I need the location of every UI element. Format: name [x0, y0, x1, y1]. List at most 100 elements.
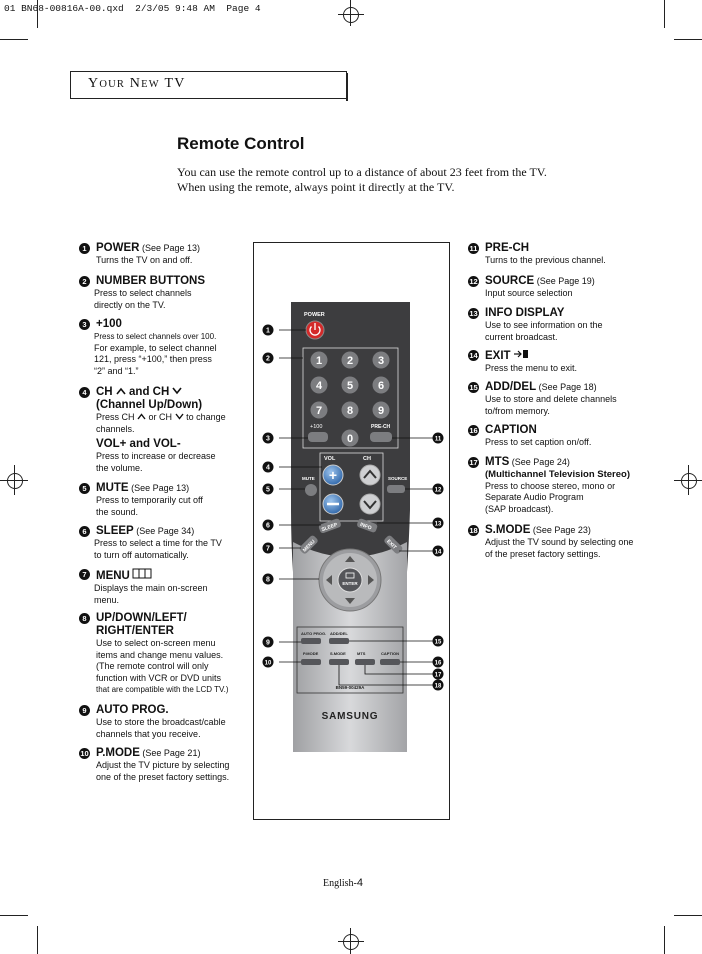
crop-mark: [0, 915, 28, 916]
model-number: BN59-00429A: [336, 685, 366, 690]
crop-mark: [664, 0, 665, 28]
chevron-down-icon: [363, 500, 377, 510]
function-buttons-box: [296, 626, 404, 694]
item-plus100: 3 +100 Press to select channels over 100…: [79, 318, 217, 377]
chevron-up-icon: [116, 387, 126, 395]
callout-10: 10: [265, 661, 272, 667]
menu-icon: [132, 568, 152, 579]
callout-5: 5: [266, 487, 270, 494]
crop-mark: [664, 926, 665, 954]
section-header-shadow: [346, 73, 348, 101]
add-del-button[interactable]: [329, 638, 349, 644]
item-info-display: 13 INFO DISPLAY Use to see information o…: [468, 307, 603, 342]
power-label: POWER: [304, 312, 325, 318]
smode-label: S.MODE: [330, 651, 346, 656]
number-pad: 1 2 3 4 5 6 7 8 9 0: [310, 351, 390, 447]
digit-2-button[interactable]: 2: [347, 355, 353, 367]
ch-up-button[interactable]: [359, 464, 381, 486]
nav-down-icon[interactable]: [345, 598, 355, 604]
plus-icon: +: [329, 467, 337, 483]
callout-2: 2: [266, 356, 270, 363]
enter-button[interactable]: [337, 567, 363, 593]
source-button[interactable]: [387, 485, 405, 493]
page-footer: English-4: [323, 877, 364, 889]
digit-8-button[interactable]: 8: [347, 405, 353, 417]
pmode-label: P.MODE: [303, 651, 319, 656]
item-menu: 7 MENU Displays the main on-screen menu.: [79, 568, 208, 606]
callout-15: 15: [435, 640, 442, 646]
item-mute: 5 MUTE (See Page 13) Press to temporaril…: [79, 482, 203, 518]
chevron-down-icon: [172, 387, 183, 395]
nav-left-icon[interactable]: [326, 575, 332, 585]
add-del-label: ADD/DEL: [330, 631, 348, 636]
pmode-button[interactable]: [301, 659, 321, 665]
mts-button[interactable]: [355, 659, 375, 665]
remote-illustration: POWER 1 2 3 4 5 6 7 8 9 0 +100 PRE-CH VO…: [262, 302, 444, 752]
item-smode: 18 S.MODE (See Page 23) Adjust the TV so…: [468, 524, 634, 559]
item-channel: 4 CH and CH (Channel Up/Down) Press CH o…: [79, 386, 226, 474]
registration-mark: [343, 934, 359, 950]
caption-button[interactable]: [380, 659, 400, 665]
enter-label: ENTER: [342, 581, 358, 586]
item-mts: 17 MTS (See Page 24) (Multichannel Telev…: [468, 456, 630, 514]
callout-3: 3: [266, 436, 270, 443]
callout-7: 7: [266, 546, 270, 553]
number-pad-box: [302, 347, 399, 449]
crop-mark: [37, 0, 38, 28]
chevron-up-icon: [137, 413, 146, 420]
chevron-down-icon: [175, 413, 184, 420]
callout-11: 11: [435, 437, 442, 443]
samsung-logo: SAMSUNG: [322, 711, 379, 722]
nav-right-icon[interactable]: [368, 575, 374, 585]
registration-mark: [343, 7, 359, 23]
exit-icon: [514, 350, 529, 358]
digit-4-button[interactable]: 4: [316, 380, 323, 392]
prech-button[interactable]: [370, 432, 392, 442]
page-title: Remote Control: [177, 134, 305, 153]
ch-down-button[interactable]: [359, 493, 381, 515]
sleep-button[interactable]: [318, 518, 342, 534]
crop-mark: [37, 926, 38, 954]
digit-1-button[interactable]: 1: [316, 355, 322, 367]
vol-up-button[interactable]: [322, 464, 344, 486]
item-add-del: 15 ADD/DEL (See Page 18) Use to store an…: [468, 381, 617, 416]
plus100-button[interactable]: [308, 432, 328, 442]
smode-button[interactable]: [329, 659, 349, 665]
item-number-buttons: 2 NUMBER BUTTONS Press to select channel…: [79, 275, 205, 311]
callout-lines: [279, 329, 433, 686]
item-power: 1 POWER (See Page 13) Turns the TV on an…: [79, 242, 200, 267]
print-header: 01 BN68-00816A-00.qxd 2/3/05 9:48 AM Pag…: [4, 3, 261, 14]
enter-icon: [345, 572, 355, 579]
exit-button[interactable]: [383, 534, 404, 555]
digit-0-button[interactable]: 0: [347, 433, 353, 445]
digit-9-button[interactable]: 9: [378, 405, 384, 417]
menu-button[interactable]: [298, 534, 319, 555]
mute-button[interactable]: [305, 484, 317, 496]
digit-7-button[interactable]: 7: [316, 405, 322, 417]
digit-5-button[interactable]: 5: [347, 380, 353, 392]
power-icon: [309, 326, 321, 336]
callout-9: 9: [266, 640, 270, 647]
digit-3-button[interactable]: 3: [378, 355, 384, 367]
item-auto-prog: 9 AUTO PROG. Use to store the broadcast/…: [79, 704, 226, 740]
callout-13: 13: [435, 522, 442, 528]
ch-label: CH: [363, 456, 371, 462]
vol-ch-box: [319, 452, 384, 522]
crop-mark: [674, 39, 702, 40]
callout-18: 18: [435, 684, 442, 690]
mute-label: MUTE: [302, 476, 315, 481]
registration-mark: [7, 473, 23, 489]
crop-mark: [674, 915, 702, 916]
crop-mark: [0, 39, 28, 40]
chevron-up-icon: [363, 469, 377, 479]
source-label: SOURCE: [388, 476, 407, 481]
caption-label: CAPTION: [381, 651, 399, 656]
auto-prog-button[interactable]: [301, 638, 321, 644]
info-button[interactable]: [356, 518, 378, 533]
item-caption: 16 CAPTION Press to set caption on/off.: [468, 424, 592, 447]
callout-4: 4: [266, 465, 270, 472]
digit-6-button[interactable]: 6: [378, 380, 384, 392]
item-source: 12 SOURCE (See Page 19) Input source sel…: [468, 275, 595, 298]
nav-up-icon[interactable]: [345, 556, 355, 562]
callout-8: 8: [266, 577, 270, 584]
